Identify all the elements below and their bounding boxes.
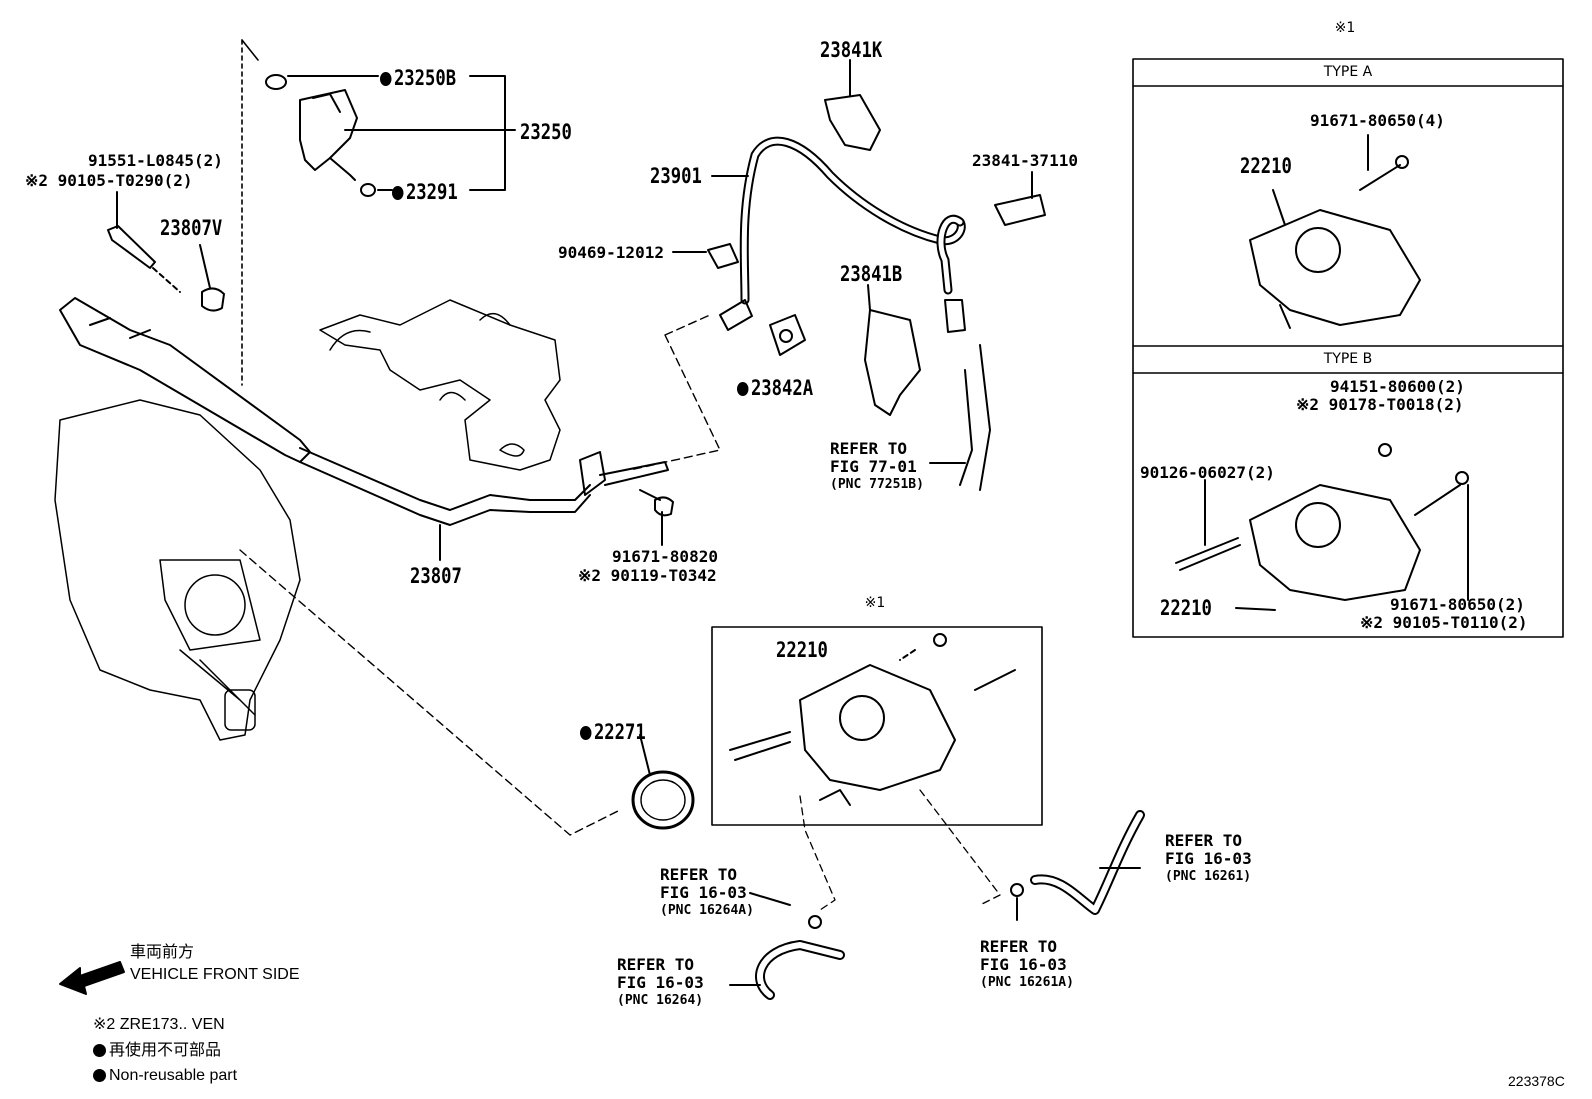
intake-manifold-outline xyxy=(54,399,301,741)
front-arrow-icon xyxy=(59,961,125,995)
type-a-header: TYPE A xyxy=(1323,64,1373,80)
part-label-23842A: 23842A xyxy=(737,376,813,400)
refer-line-1: REFER TO xyxy=(980,937,1058,956)
part-number: 91551-L0845(2) xyxy=(88,151,223,170)
note-marker-center: ※1 xyxy=(864,595,886,611)
refer-line-3: (PNC 77251B) xyxy=(830,477,924,492)
part-number: 22271 xyxy=(593,720,646,744)
refer-fig-16-03-16264: REFER TO FIG 16-03 (PNC 16264) xyxy=(617,956,704,1010)
throttle-body-box-center xyxy=(711,626,1043,826)
note-marker-top: ※1 xyxy=(1334,20,1356,36)
part-label-91551: 91551-L0845(2) xyxy=(88,152,223,170)
refer-line-1: REFER TO xyxy=(617,955,695,974)
non-reusable-dot-icon xyxy=(380,72,392,86)
part-label-22210-a: 22210 xyxy=(1240,154,1292,178)
refer-line-2: FIG 16-03 xyxy=(980,955,1067,974)
refer-line-2: FIG 16-03 xyxy=(660,883,747,902)
refer-line-2: FIG 16-03 xyxy=(617,973,704,992)
part-number: 23842A xyxy=(750,376,814,400)
part-label-23841-37110: 23841-37110 xyxy=(972,151,1078,170)
legend-front-en: VEHICLE FRONT SIDE xyxy=(130,966,300,983)
part-label-90119: ※2 90119-T0342 xyxy=(578,566,717,585)
part-label-91671-80650-a: 91671-80650(4) xyxy=(1310,111,1445,130)
legend-note2: ※2 ZRE173.. VEN xyxy=(93,1016,225,1033)
part-label-23901: 23901 xyxy=(650,164,702,188)
refer-fig-77-01: REFER TO FIG 77-01 (PNC 77251B) xyxy=(830,440,924,494)
legend-text: 再使用不可部品 xyxy=(109,1042,222,1059)
refer-line-3: (PNC 16264) xyxy=(617,993,704,1008)
part-label-94151: 94151-80600(2) xyxy=(1330,377,1465,396)
throttle-body-center xyxy=(729,633,1016,806)
part-label-90105-b: ※2 90105-T0110(2) xyxy=(1360,613,1528,632)
spacer-23807V xyxy=(201,287,225,312)
part-label-23807: 23807 xyxy=(410,564,462,588)
refer-line-3: (PNC 16264A) xyxy=(660,903,754,918)
non-reusable-dot-icon xyxy=(392,186,404,200)
part-label-23250B: 23250B xyxy=(380,66,456,90)
refer-line-2: FIG 77-01 xyxy=(830,457,917,476)
legend-front-jp: 車両前方 xyxy=(130,944,195,961)
legend-text: Non-reusable part xyxy=(109,1067,238,1084)
throttle-body-type-b xyxy=(1175,443,1469,601)
refer-fig-16-03-16261: REFER TO FIG 16-03 (PNC 16261) xyxy=(1165,832,1252,886)
part-label-90126: 90126-06027(2) xyxy=(1140,463,1275,482)
part-number: 23291 xyxy=(405,180,458,204)
part-label-22271: 22271 xyxy=(580,720,646,744)
part-label-90178: ※2 90178-T0018(2) xyxy=(1296,395,1464,414)
non-reusable-dot-icon xyxy=(737,382,749,396)
engine-block-outline xyxy=(319,299,561,471)
hose-23901 xyxy=(739,136,966,305)
refer-fig-16-03-16261A: REFER TO FIG 16-03 (PNC 16261A) xyxy=(980,938,1074,992)
refer-line-1: REFER TO xyxy=(1165,831,1243,850)
legend-nonreuse-jp: 再使用不可部品 xyxy=(93,1042,221,1060)
refer-line-3: (PNC 16261) xyxy=(1165,869,1252,884)
non-reusable-dot-icon xyxy=(93,1044,106,1058)
gasket-22271 xyxy=(631,770,695,830)
part-label-90105-a: ※2 90105-T0290(2) xyxy=(25,171,193,190)
refer-line-1: REFER TO xyxy=(660,865,738,884)
part-label-91671-80820: 91671-80820 xyxy=(612,547,718,566)
part-label-23250: 23250 xyxy=(520,120,572,144)
part-label-23841K: 23841K xyxy=(820,38,883,62)
part-label-22210-b: 22210 xyxy=(1160,596,1212,620)
part-label-22210-center: 22210 xyxy=(776,638,828,662)
part-label-23291: 23291 xyxy=(392,180,458,204)
legend-nonreuse-en: Non-reusable part xyxy=(93,1067,237,1085)
fuel-delivery-pipe-23807 xyxy=(59,297,606,526)
non-reusable-dot-icon xyxy=(93,1069,106,1083)
part-label-90469: 90469-12012 xyxy=(558,243,664,262)
throttle-body-type-a xyxy=(1249,155,1421,329)
type-panel xyxy=(1132,58,1564,638)
refer-line-1: REFER TO xyxy=(830,439,908,458)
part-label-23807V: 23807V xyxy=(160,216,223,240)
non-reusable-dot-icon xyxy=(580,726,592,740)
type-b-header: TYPE B xyxy=(1323,351,1373,367)
o-ring-23291 xyxy=(360,183,376,197)
part-label-91671-80650-b: 91671-80650(2) xyxy=(1390,595,1525,614)
part-number: 23250B xyxy=(393,66,457,90)
figure-id: 223378C xyxy=(1508,1073,1565,1089)
part-label-23841B: 23841B xyxy=(840,262,903,286)
o-ring-23250B xyxy=(265,74,287,90)
fuel-injector-23250 xyxy=(299,89,358,181)
refer-fig-16-03-16264A: REFER TO FIG 16-03 (PNC 16264A) xyxy=(660,866,754,920)
refer-line-2: FIG 16-03 xyxy=(1165,849,1252,868)
refer-line-3: (PNC 16261A) xyxy=(980,975,1074,990)
